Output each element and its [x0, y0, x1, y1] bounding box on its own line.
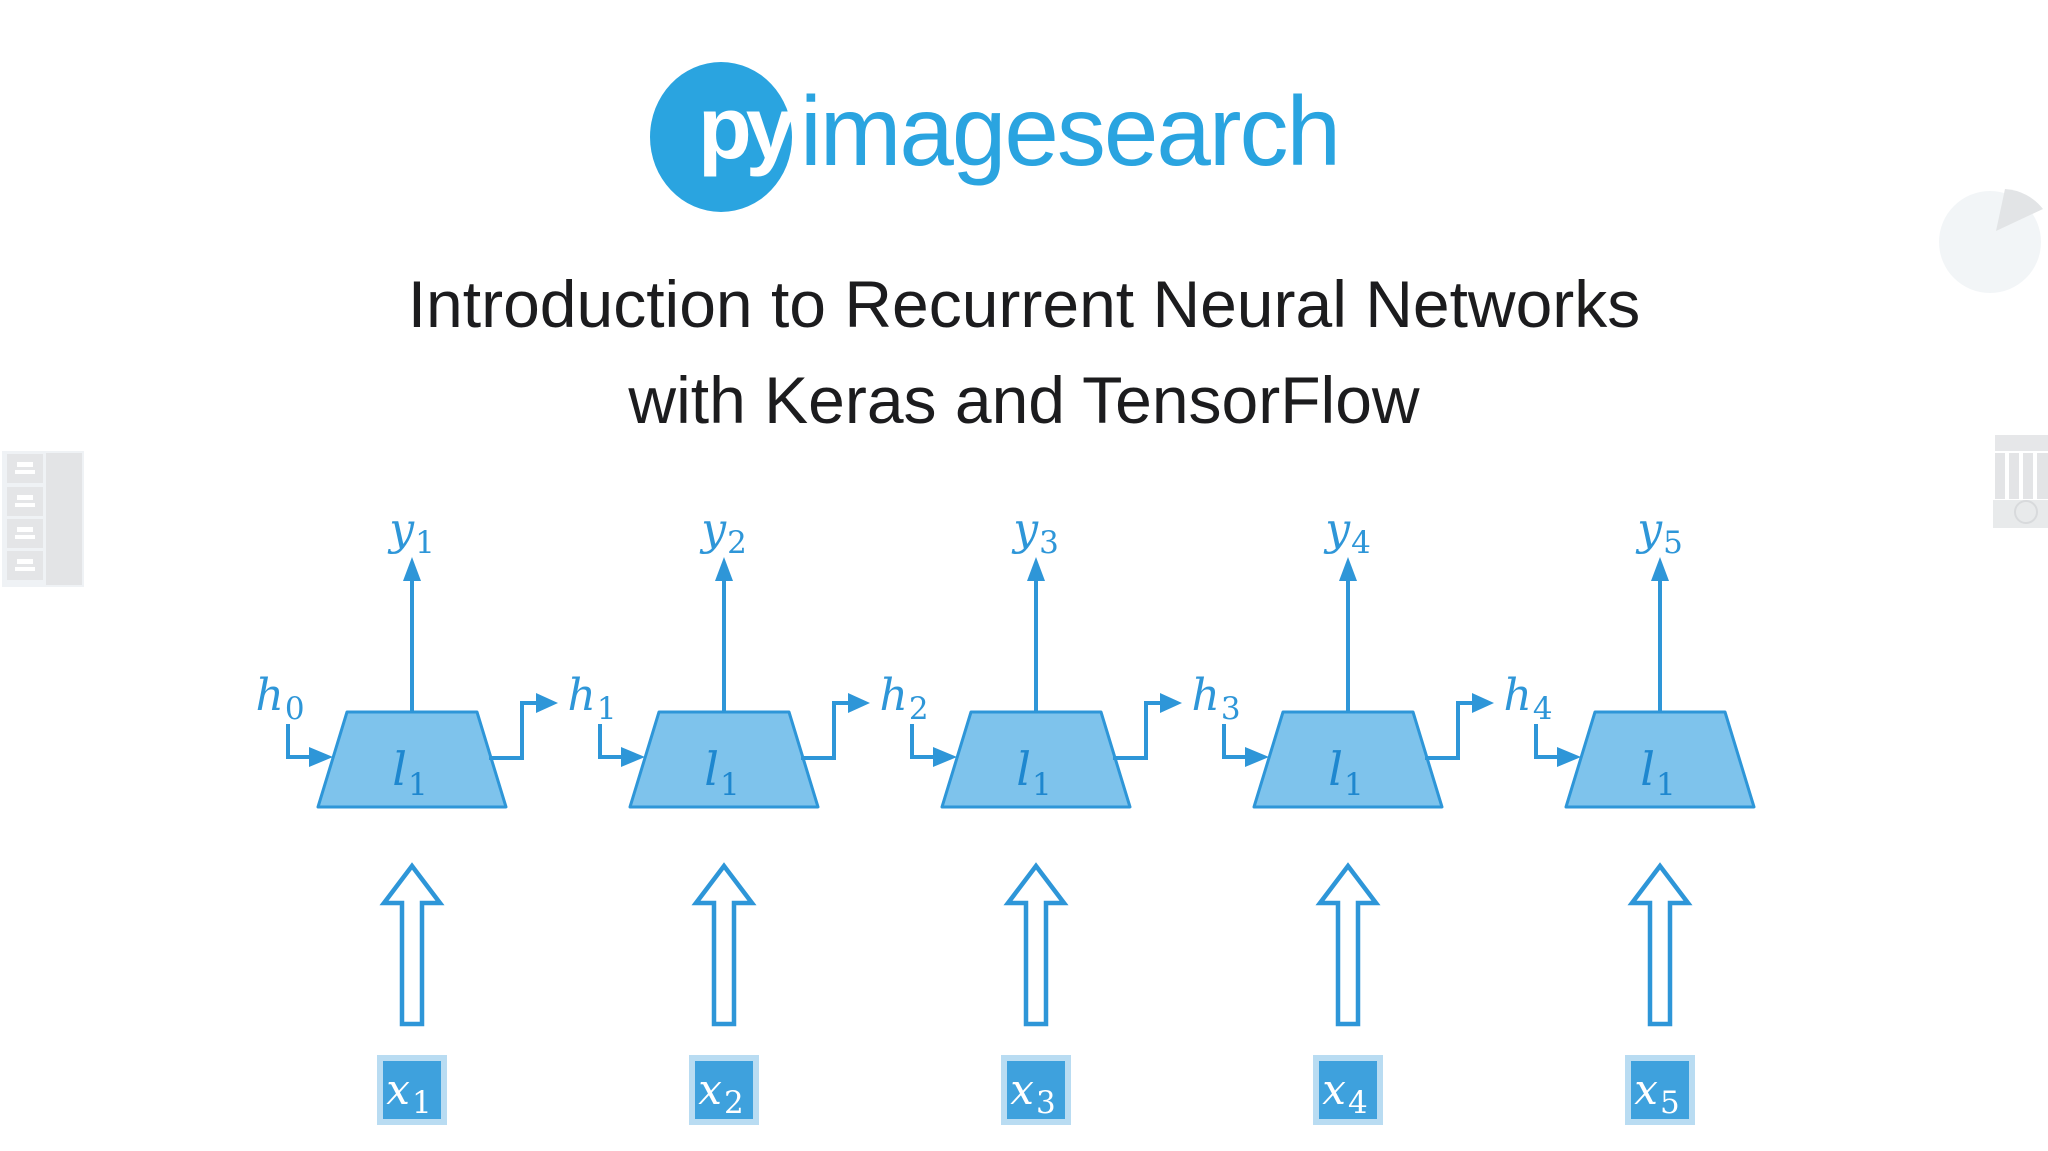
hidden-state-out-arrow [1425, 691, 1496, 760]
rnn-cell-5: y5 h4 l1 x5 [1503, 504, 1756, 1122]
hidden-state-in-arrow [910, 724, 959, 769]
logo-circle: py [650, 62, 795, 212]
rnn-cell-1: y1 h0 l1 x1 [255, 504, 560, 1122]
hidden-state-label: h0 [255, 670, 304, 727]
title-line-2: with Keras and TensorFlow [628, 363, 1420, 437]
hidden-state-in-arrow [286, 724, 335, 769]
logo-wordmark: imagesearch [800, 76, 1341, 186]
hidden-state-label: h3 [1191, 670, 1240, 727]
input-label: x5 [1634, 1065, 1679, 1121]
hidden-state-out-arrow [1113, 691, 1184, 760]
title-line-1: Introduction to Recurrent Neural Network… [407, 267, 1641, 341]
layer-label: l1 [1016, 742, 1051, 803]
output-arrow [1025, 555, 1047, 714]
input-arrow [384, 866, 440, 1024]
rnn-cell-3: y3 h2 l1 x3 [879, 504, 1184, 1122]
output-arrow [401, 555, 423, 714]
output-arrow [1649, 555, 1671, 714]
layer-label: l1 [1640, 742, 1675, 803]
input-arrow [696, 866, 752, 1024]
hidden-state-in-arrow [1222, 724, 1271, 769]
rnn-cell-2: y2 h1 l1 x2 [567, 504, 872, 1122]
layer-label: l1 [1328, 742, 1363, 803]
input-label: x1 [386, 1065, 431, 1121]
output-label: y5 [1635, 504, 1683, 561]
pie-chart-icon [1939, 189, 2043, 293]
output-label: y1 [387, 504, 435, 561]
input-label: x3 [1010, 1065, 1055, 1121]
input-arrow [1320, 866, 1376, 1024]
hidden-state-in-arrow [598, 724, 647, 769]
logo-monogram: py [698, 78, 795, 177]
input-label: x2 [698, 1065, 743, 1121]
output-arrow [1337, 555, 1359, 714]
hidden-state-label: h1 [567, 670, 616, 727]
output-arrow [713, 555, 735, 714]
rnn-cell-4: y4 h3 l1 x4 [1191, 504, 1496, 1122]
output-label: y3 [1011, 504, 1059, 561]
hidden-state-out-arrow [489, 691, 560, 760]
hidden-state-label: h4 [1503, 670, 1552, 727]
bank-columns-icon [1993, 435, 2048, 528]
input-arrow [1008, 866, 1064, 1024]
layer-label: l1 [704, 742, 739, 803]
pyimagesearch-logo: py imagesearch [650, 62, 1341, 214]
output-label: y2 [699, 504, 747, 561]
file-cabinet-icon [2, 451, 84, 587]
hidden-state-in-arrow [1534, 724, 1583, 769]
output-label: y4 [1323, 504, 1371, 561]
hidden-state-out-arrow [801, 691, 872, 760]
input-label: x4 [1322, 1065, 1367, 1121]
hidden-state-label: h2 [879, 670, 928, 727]
input-arrow [1632, 866, 1688, 1024]
layer-label: l1 [392, 742, 427, 803]
